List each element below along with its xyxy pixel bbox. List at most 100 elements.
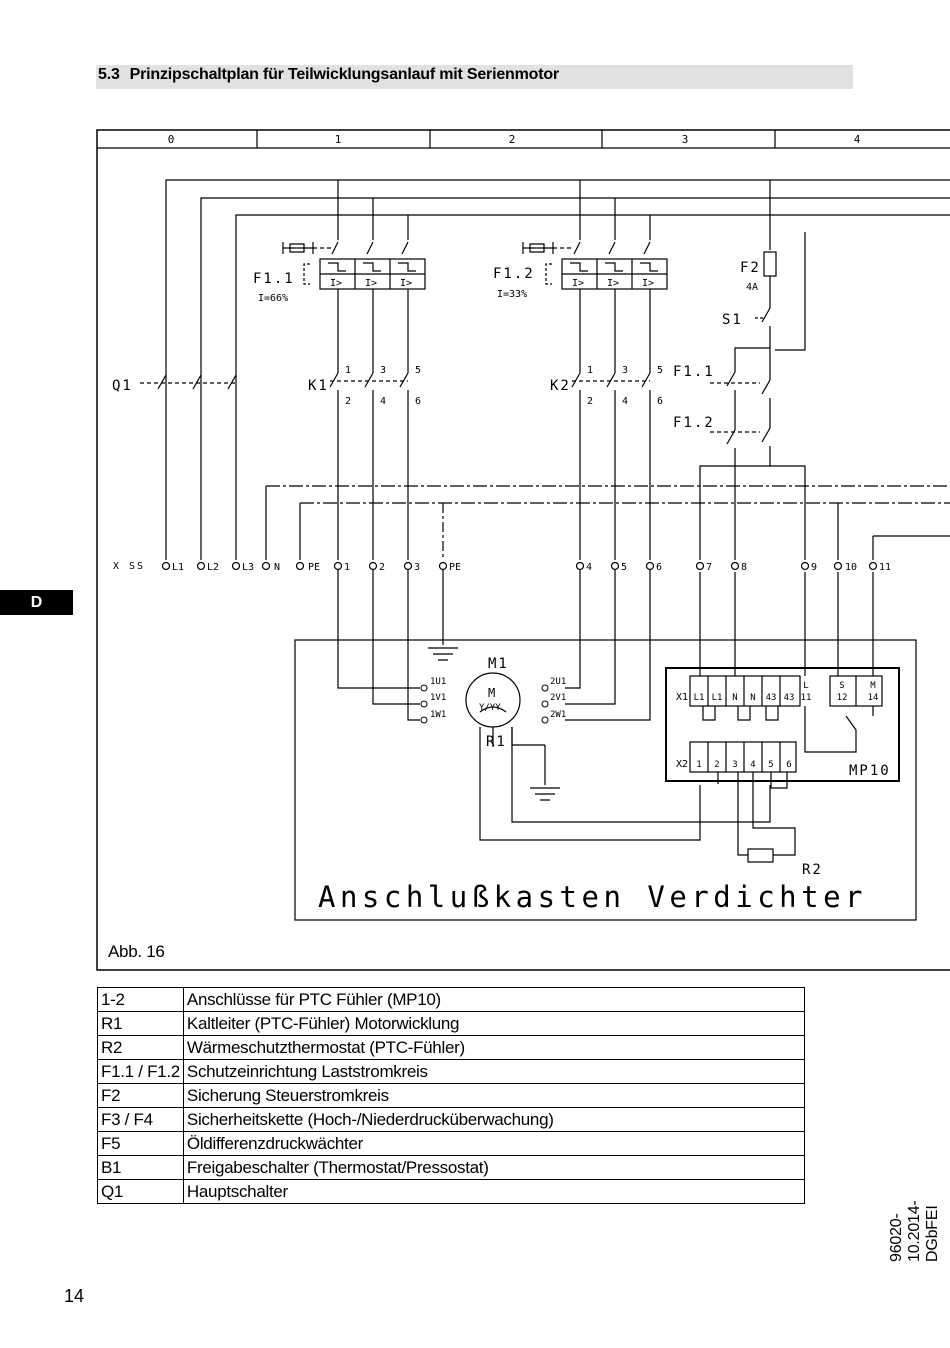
terminal-point (833, 561, 843, 571)
motor-terminal: 1V1 (430, 693, 446, 703)
terminal-label: PE (308, 562, 320, 573)
label-k2: K2 (550, 378, 571, 394)
x2-terminal: 1 (696, 760, 701, 770)
terminal-label: 11 (879, 562, 891, 573)
x2-terminal: 2 (714, 760, 719, 770)
k1-pole: 5 (415, 365, 421, 376)
legend-desc: Hauptschalter (182, 1179, 806, 1204)
label-f12-current: I=33% (497, 289, 527, 300)
terminal-label: 6 (656, 562, 662, 573)
k1-pole: 4 (380, 396, 386, 407)
page-number: 14 (64, 1286, 85, 1306)
terminal-label: N (274, 562, 280, 573)
x1-terminal: L1 (712, 693, 723, 703)
label-r1: R1 (486, 734, 507, 750)
x1-top-label: S (839, 681, 844, 691)
terminal-point (610, 561, 620, 571)
k1-pole: 3 (380, 365, 386, 376)
x2-terminal: 4 (750, 760, 755, 770)
legend-desc: Sicherheitskette (Hoch-/Niederdrucküberw… (182, 1107, 806, 1132)
terminal-point (800, 561, 810, 571)
label-f12: F1.2 (493, 266, 535, 282)
label-xss: X SS (113, 561, 145, 572)
language-tab: D (0, 590, 73, 615)
legend-key: F5 (97, 1131, 184, 1156)
x1-terminal: N (750, 693, 755, 703)
terminal-label: L1 (172, 562, 184, 573)
svg-text:I>: I> (607, 278, 619, 289)
section-header-bar (96, 65, 853, 89)
svg-text:I>: I> (330, 278, 342, 289)
label-f2: F2 (740, 260, 761, 276)
x1-terminal: N (732, 693, 737, 703)
terminal-label: 5 (621, 562, 627, 573)
k2-pole: 2 (587, 396, 593, 407)
x1-top-label: L (803, 681, 808, 691)
motor-terminal: 2V1 (550, 693, 566, 703)
legend-key: B1 (97, 1155, 184, 1180)
legend-desc: Kaltleiter (PTC-Fühler) Motorwicklung (182, 1011, 806, 1036)
terminal-label: PE (449, 562, 461, 573)
label-f11: F1.1 (253, 271, 295, 287)
terminal-point (575, 561, 585, 571)
x1-top-label: M (870, 681, 876, 691)
col-1: 1 (335, 133, 342, 146)
col-2: 2 (509, 133, 516, 146)
terminal-label: 3 (414, 562, 420, 573)
legend-key: R2 (97, 1035, 184, 1060)
terminal-point (438, 561, 448, 571)
label-m-sub: Y/YY (479, 703, 501, 713)
k1-pole: 6 (415, 396, 421, 407)
k1-pole: 1 (345, 365, 351, 376)
legend-key: Q1 (97, 1179, 184, 1204)
label-f11-current: I=66% (258, 293, 288, 304)
section-number: 5.3 (98, 66, 120, 83)
legend-desc: Anschlüsse für PTC Fühler (MP10) (182, 987, 806, 1012)
legend-key: 1-2 (97, 987, 184, 1012)
wiring-diagram: I>I>I> I>I>I> 0 1 2 3 4 F1.1 F1.2 F2 S1 … (96, 129, 950, 971)
document-id: 96020-10.2014-DGbFEI (888, 1200, 941, 1262)
terminal-point (645, 561, 655, 571)
legend-desc: Wärmeschutzthermostat (PTC-Fühler) (182, 1035, 806, 1060)
terminal-point (196, 561, 206, 571)
x1-terminal: 11 (801, 693, 812, 703)
x2-terminal: 6 (786, 760, 791, 770)
label-f11-contact: F1.1 (673, 364, 715, 380)
motor-terminal: 1U1 (430, 677, 446, 687)
terminal-label: 8 (741, 562, 747, 573)
terminal-label: 1 (344, 562, 350, 573)
legend-key: R1 (97, 1011, 184, 1036)
terminal-label: 7 (706, 562, 712, 573)
x1-terminal: L1 (694, 693, 705, 703)
svg-text:I>: I> (572, 278, 584, 289)
label-f2-rating: 4A (746, 282, 758, 293)
section-title-text: Prinzipschaltplan für Teilwicklungsanlau… (129, 66, 559, 83)
terminal-label: L3 (242, 562, 254, 573)
label-f12-contact: F1.2 (673, 415, 715, 431)
legend-desc: Sicherung Steuerstromkreis (182, 1083, 806, 1108)
col-0: 0 (168, 133, 175, 146)
terminal-point (868, 561, 878, 571)
label-x2: X2 (676, 759, 688, 770)
k2-pole: 5 (657, 365, 663, 376)
terminal-label: 10 (845, 562, 857, 573)
label-k1: K1 (308, 378, 329, 394)
legend-desc: Freigabeschalter (Thermostat/Pressostat) (182, 1155, 806, 1180)
label-r2: R2 (802, 862, 823, 878)
terminal-label: L2 (207, 562, 219, 573)
terminal-label: 4 (586, 562, 592, 573)
legend-key: F3 / F4 (97, 1107, 184, 1132)
motor-terminal: 2W1 (550, 710, 566, 720)
x1-terminal: 43 (766, 693, 777, 703)
k2-pole: 1 (587, 365, 593, 376)
label-m: M (488, 686, 495, 700)
legend-desc: Öldifferenzdruckwächter (182, 1131, 806, 1156)
legend-key: F1.1 / F1.2 (97, 1059, 184, 1084)
